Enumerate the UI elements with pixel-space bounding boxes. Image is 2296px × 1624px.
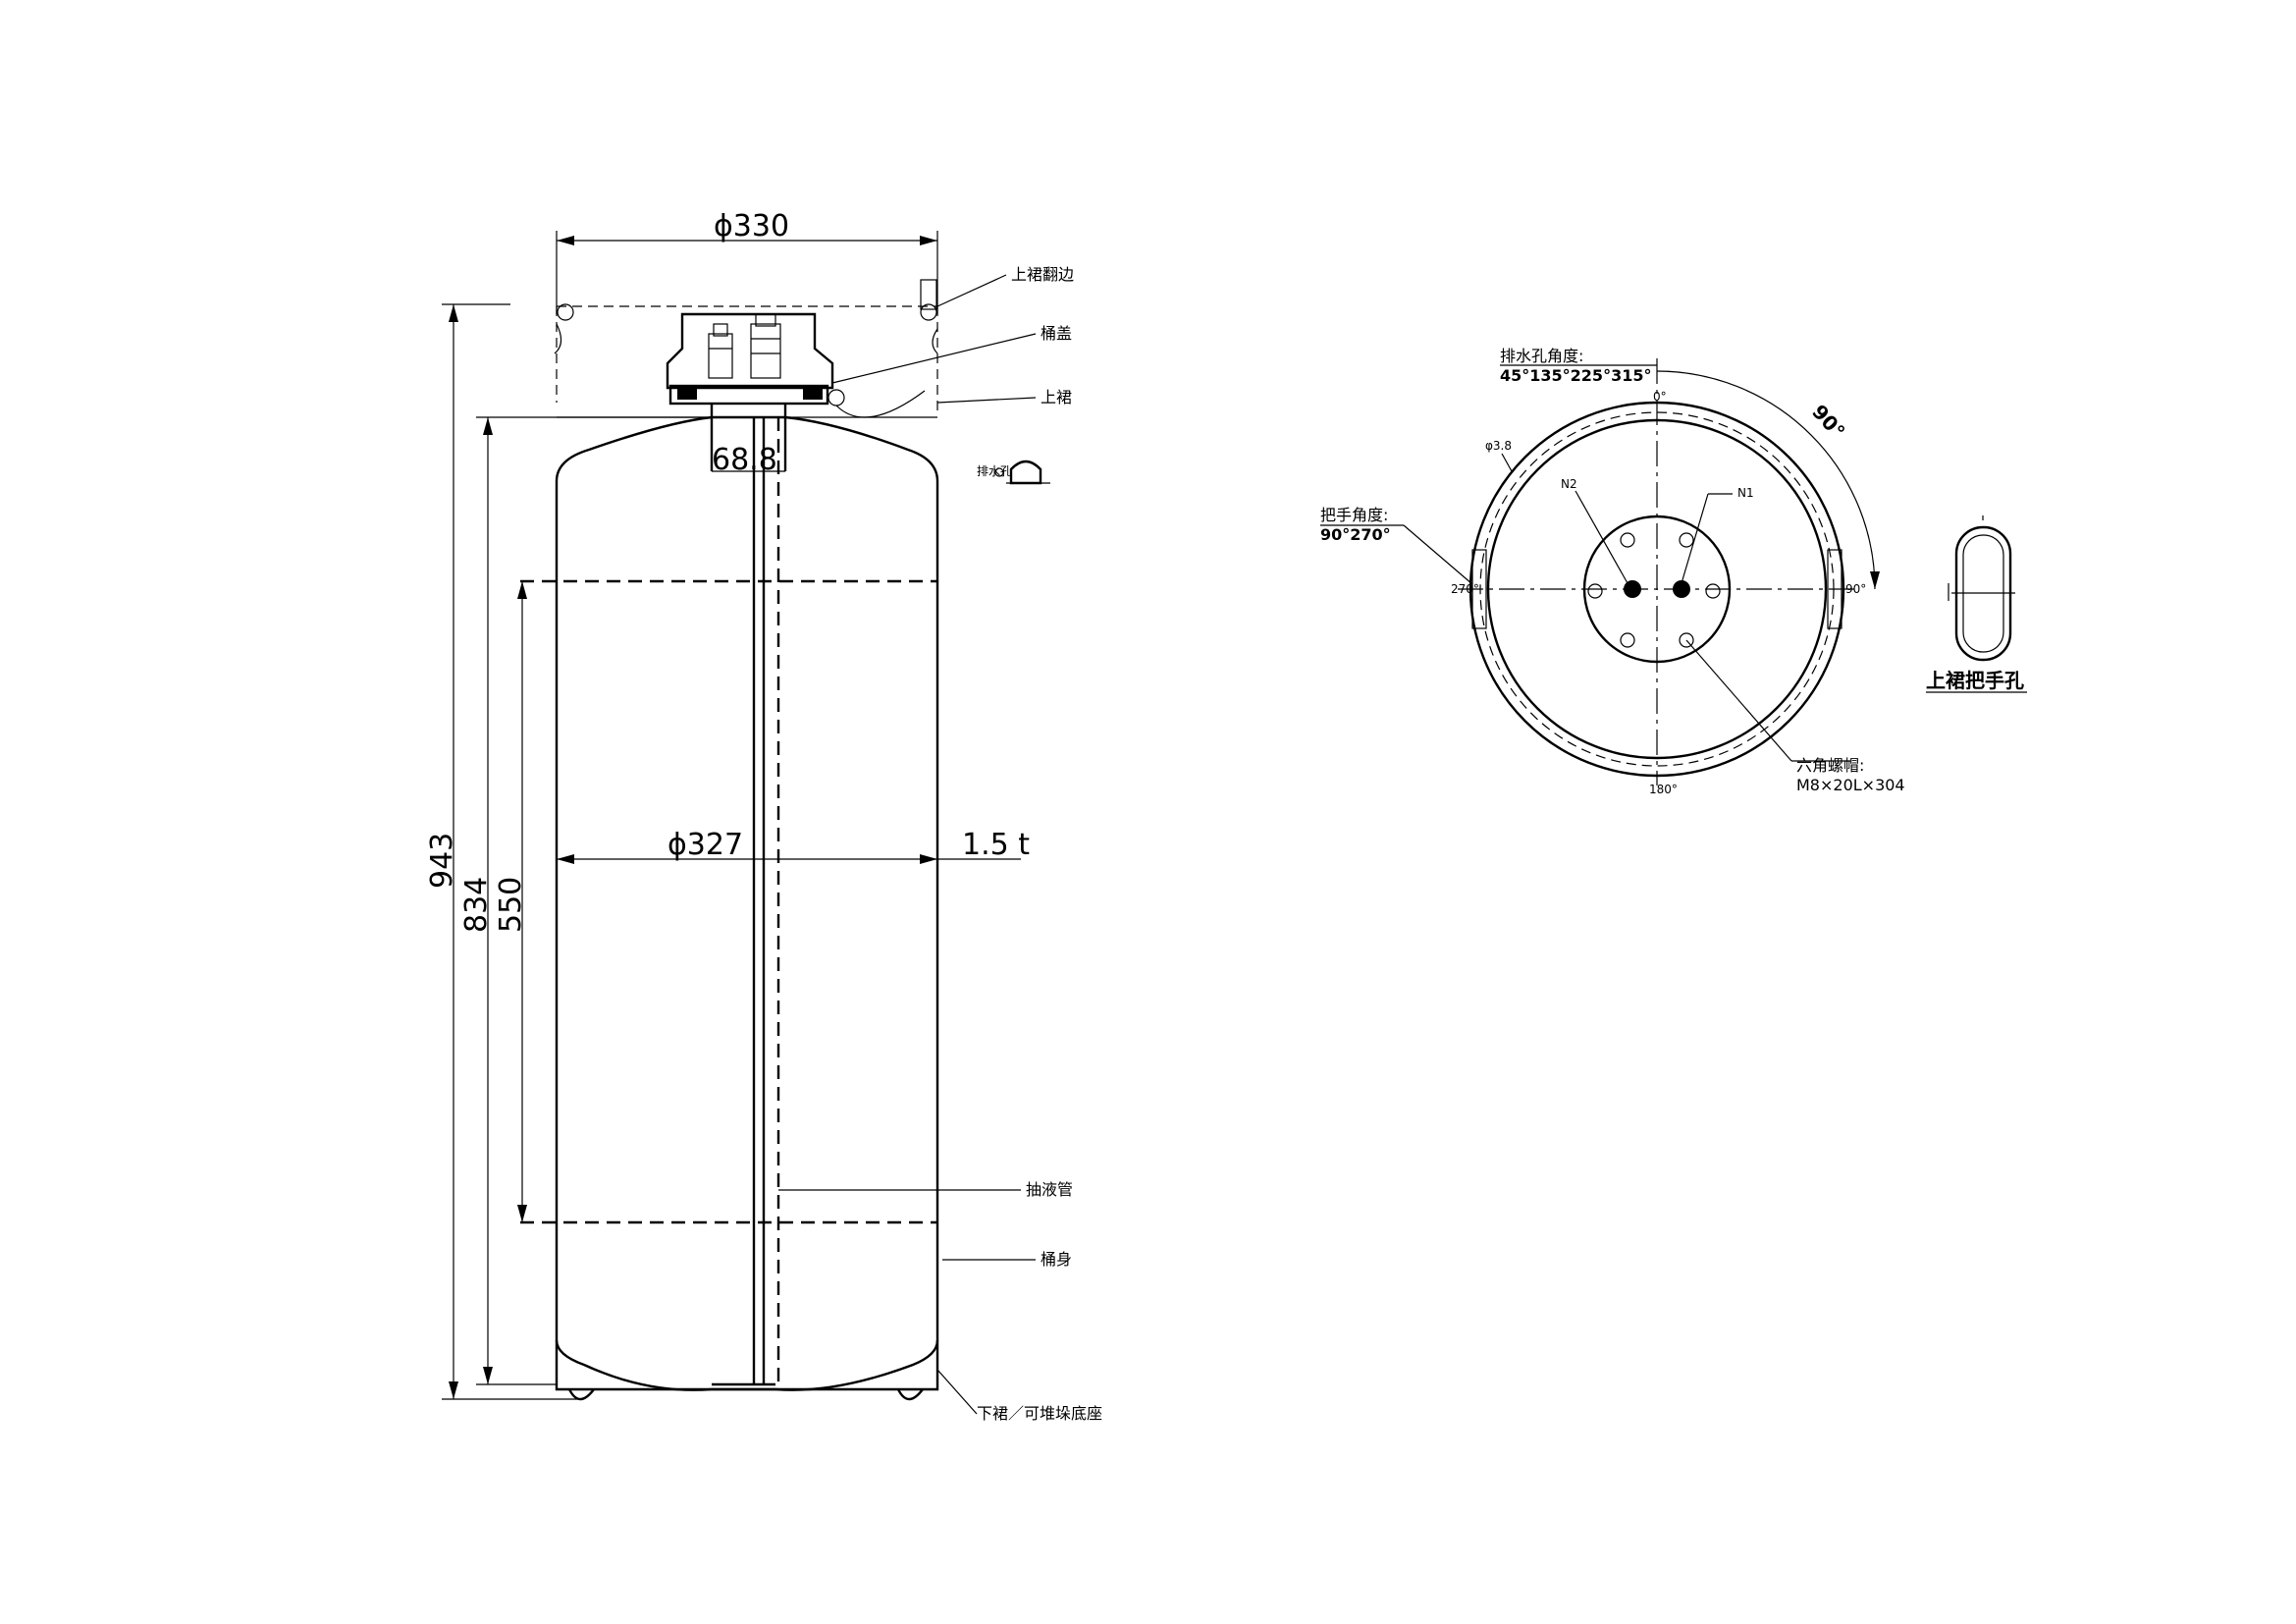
- callout-barrel-lid: 桶盖: [1041, 324, 1072, 343]
- callout-barrel-body: 桶身: [1041, 1250, 1072, 1269]
- drain-angle-label: 排水孔角度:: [1500, 347, 1583, 365]
- callout-bottom-skirt: 下裙／可堆垛底座: [977, 1404, 1102, 1423]
- callout-top-skirt-flange: 上裙翻边: [1011, 265, 1074, 284]
- n1-label: N1: [1737, 486, 1754, 500]
- callout-drain-hole: 排水孔: [977, 464, 1012, 478]
- n2-label: N2: [1561, 477, 1577, 491]
- dim-body-height: 834: [459, 877, 494, 933]
- callout-dip-tube: 抽液管: [1026, 1180, 1073, 1199]
- dim-wall-thickness: 1.5 t: [962, 828, 1030, 862]
- handle-hole-detail: 上裙把手孔: [1926, 515, 2027, 693]
- deg-270-label: 270°: [1451, 582, 1479, 596]
- deg-90-label: 90°: [1845, 582, 1866, 596]
- dim-body-diameter: ϕ327: [667, 828, 743, 862]
- angle-90-label: 90°: [1807, 400, 1849, 443]
- hex-nut-spec: M8×20L×304: [1796, 776, 1905, 794]
- dim-outer-diameter: ϕ330: [714, 209, 789, 244]
- handle-hole-caption: 上裙把手孔: [1926, 669, 2024, 692]
- deg-180-label: 180°: [1649, 783, 1678, 796]
- drain-angle-value: 45°135°225°315°: [1500, 366, 1651, 385]
- callout-top-skirt: 上裙: [1041, 388, 1072, 406]
- dim-neck-width: 68.8: [712, 443, 777, 477]
- top-view: 90° 排水孔角度: 45°135°225°315° φ3.8 把手角度: 90…: [1320, 347, 1905, 796]
- dim-straight-length: 550: [494, 877, 528, 933]
- deg-0-label: 0°: [1653, 390, 1667, 404]
- handle-angle-label: 把手角度:: [1320, 506, 1388, 524]
- side-view: ϕ330: [425, 209, 1102, 1423]
- hex-nut-label: 六角螺帽:: [1796, 756, 1864, 775]
- thickness-label: φ3.8: [1485, 439, 1512, 453]
- dim-overall-height: 943: [425, 833, 459, 889]
- handle-angle-value: 90°270°: [1320, 525, 1391, 544]
